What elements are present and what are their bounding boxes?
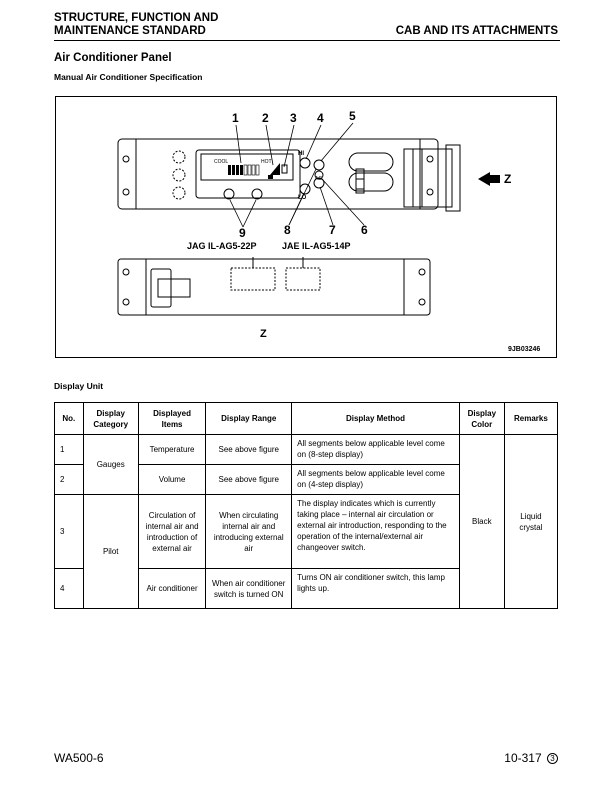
header-left: STRUCTURE, FUNCTION AND MAINTENANCE STAN…	[54, 12, 218, 38]
cell-range: When circulating internal air and introd…	[205, 494, 293, 569]
label-ac: AC	[315, 176, 322, 182]
cell-remarks-liquid: Liquid crystal	[503, 434, 559, 609]
header-display-method: Display Method	[291, 402, 460, 435]
cell-method: All segments below applicable level come…	[291, 434, 460, 465]
callout-2: 2	[262, 111, 269, 125]
cell-item: Volume	[137, 464, 207, 495]
cell-category-gauges: Gauges	[82, 434, 139, 495]
connector-left-label: JAG IL-AG5-22P	[187, 241, 257, 251]
table-header-row: No. Display Category Displayed Items Dis…	[54, 402, 559, 435]
cell-item: Air conditioner	[137, 568, 207, 609]
display-unit-table: No. Display Category Displayed Items Dis…	[54, 402, 559, 609]
front-panel	[117, 138, 439, 210]
table-row: 4 Air conditioner When air conditioner s…	[54, 568, 558, 609]
callout-3: 3	[290, 111, 297, 125]
view-arrow-icon	[478, 172, 500, 186]
callout-7: 7	[329, 223, 336, 237]
header-display-color: Display Color	[458, 402, 505, 435]
label-cool: COOL	[214, 159, 228, 165]
header-display-category: Display Category	[82, 402, 139, 435]
cell-method: The display indicates which is currently…	[291, 494, 460, 569]
header-remarks: Remarks	[503, 402, 559, 435]
callout-5: 5	[349, 109, 356, 123]
cell-range: See above figure	[205, 434, 293, 465]
callout-1: 1	[232, 111, 239, 125]
footer-page-number: 10-317	[504, 751, 542, 765]
panel-drawing: COOL HOT HI LO AC Z 1 2 3 4 5 6 7 8	[117, 109, 540, 353]
table-row: 3 Pilot Circulation of internal air and …	[54, 494, 558, 609]
cell-range: When air conditioner switch is turned ON	[205, 568, 293, 609]
table-row: 2 Volume See above figure All segments b…	[54, 464, 558, 495]
callout-9: 9	[239, 226, 246, 240]
subsection-title: Manual Air Conditioner Specification	[54, 72, 203, 82]
cell-method: All segments below applicable level come…	[291, 464, 460, 495]
callout-numbers: 1 2 3 4 5 6 7 8 9	[232, 109, 368, 240]
leader-lines	[229, 122, 365, 228]
rear-view	[117, 257, 431, 316]
side-view	[403, 144, 461, 212]
header-right: CAB AND ITS ATTACHMENTS	[395, 25, 558, 37]
arrow-label-z: Z	[504, 172, 511, 186]
cell-category-pilot: Pilot	[82, 494, 139, 609]
fan-buttons	[223, 157, 325, 200]
header-rule	[54, 40, 560, 41]
figure-code: 9JB03246	[508, 346, 540, 353]
header-left-line2: MAINTENANCE STANDARD	[54, 25, 206, 37]
view-label-z: Z	[260, 328, 267, 340]
header-left-line1: STRUCTURE, FUNCTION AND	[54, 12, 219, 24]
cell-no: 2	[54, 464, 84, 495]
label-hi: HI	[298, 151, 304, 157]
table-row: 1 Gauges Temperature See above figure Al…	[54, 434, 559, 609]
panel-figure: COOL HOT HI LO AC Z 1 2 3 4 5 6 7 8	[55, 96, 557, 358]
cell-color-black: Black	[458, 434, 505, 609]
callout-8: 8	[284, 223, 291, 237]
cell-item: Temperature	[137, 434, 207, 465]
cell-no: 1	[54, 434, 84, 465]
revision-badge: 3	[547, 753, 558, 765]
cell-no: 4	[54, 568, 84, 609]
cell-no: 3	[54, 494, 84, 569]
callout-4: 4	[317, 111, 324, 125]
header-display-range: Display Range	[205, 402, 293, 435]
display-unit-title: Display Unit	[54, 381, 104, 391]
footer-page: 10-317 3	[504, 751, 558, 765]
connector-right-label: JAE IL-AG5-14P	[282, 241, 351, 251]
cell-item: Circulation of internal air and introduc…	[137, 494, 207, 569]
footer-model: WA500-6	[54, 751, 104, 765]
section-title: Air Conditioner Panel	[54, 52, 172, 64]
callout-6: 6	[361, 223, 368, 237]
label-hot: HOT	[261, 159, 272, 165]
header-no: No.	[54, 402, 84, 435]
cell-range: See above figure	[205, 464, 293, 495]
cell-method: Turns ON air conditioner switch, this la…	[291, 568, 460, 609]
display-segments	[228, 163, 288, 179]
header-displayed-items: Displayed Items	[137, 402, 207, 435]
